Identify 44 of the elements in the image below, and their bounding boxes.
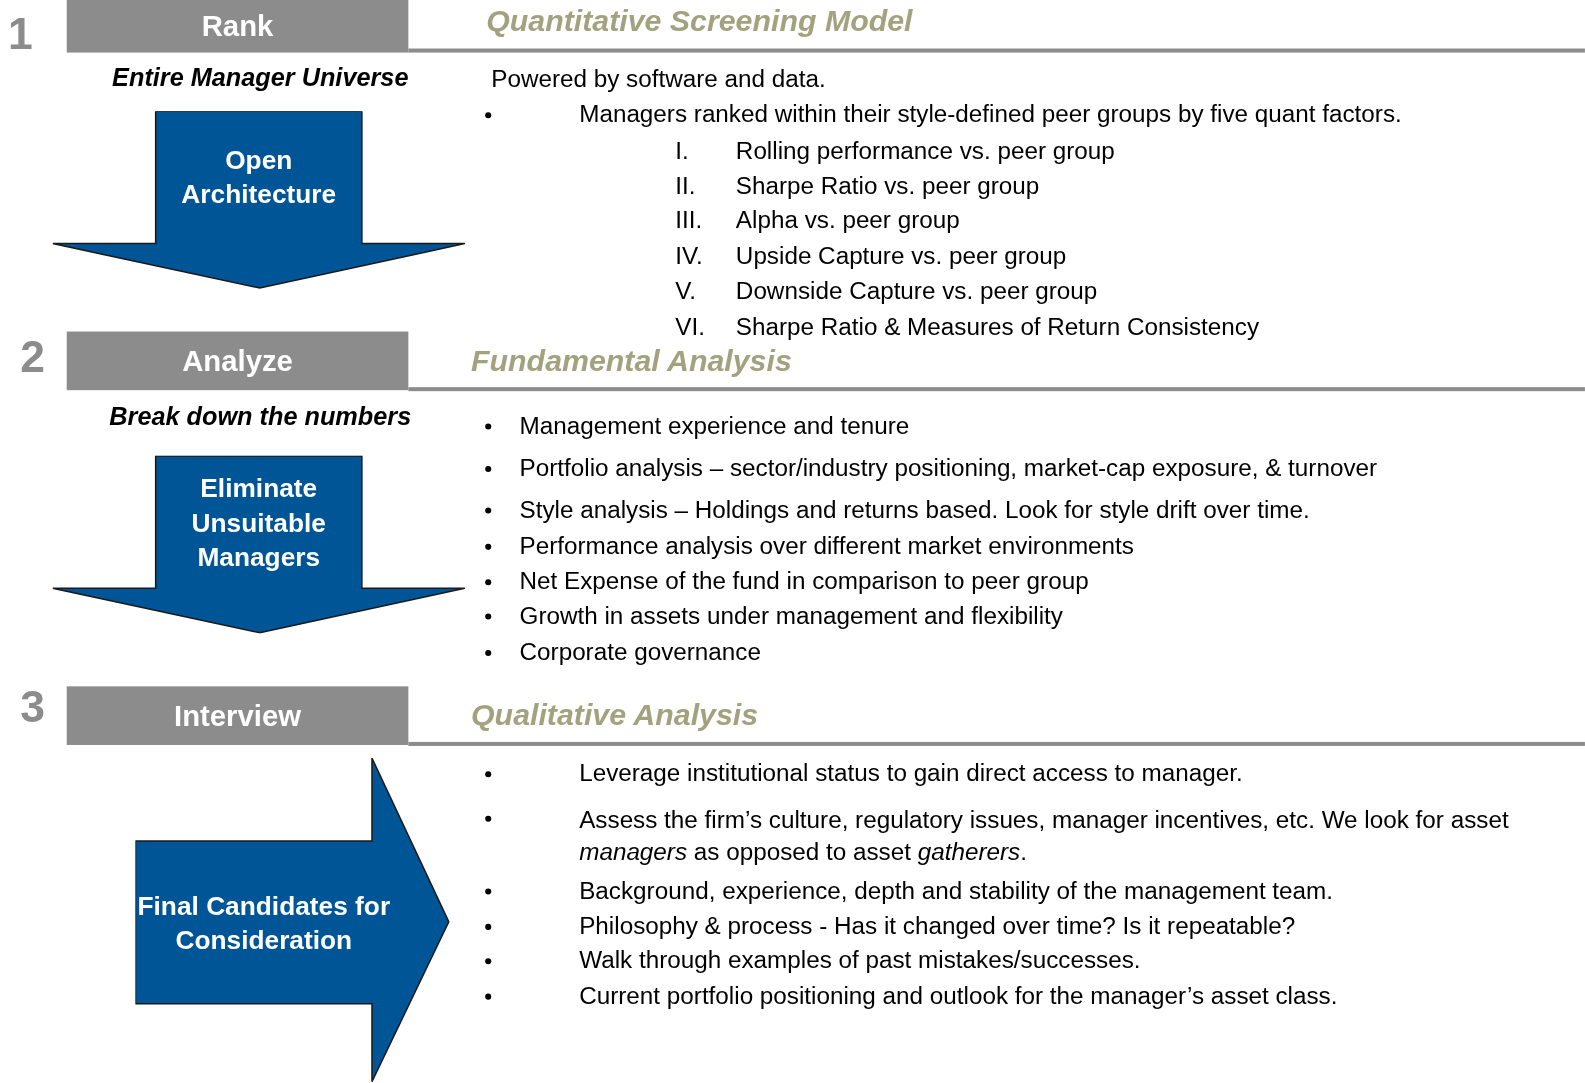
step-header-bar: Analyze: [66, 331, 409, 391]
step-number: 2: [20, 331, 45, 383]
arrow-label: Eliminate Unsuitable Managers: [190, 471, 327, 574]
subtitle: Break down the numbers: [108, 401, 413, 431]
bullet-text: Corporate governance: [519, 637, 761, 667]
bullet-text: Growth in assets under management and flexibility: [519, 601, 1063, 630]
step-header-bar: Interview: [66, 686, 409, 745]
section-title: Quantitative Screening Model: [486, 4, 913, 39]
list-numeral: VI.: [675, 312, 705, 341]
list-text: Rolling performance vs. peer group: [735, 136, 1115, 165]
list-numeral: IV.: [675, 241, 703, 270]
bullet-text: Net Expense of the fund in comparison to peer group: [519, 567, 1089, 596]
bullet-text: Performance analysis over different market environments: [519, 531, 1134, 560]
list-numeral: V.: [675, 276, 696, 306]
list-numeral: III.: [675, 206, 703, 235]
arrow-label: Final Candidates for Consideration: [136, 889, 392, 957]
section-title: Qualitative Analysis: [471, 697, 759, 732]
bullet-text: Assess the firm’s culture, regulatory issues, manager incentives, etc. We look for asset managers as opposed to asset gatherers.: [579, 804, 1510, 868]
down-arrow-shape: [52, 455, 465, 634]
list-text: Alpha vs. peer group: [735, 206, 960, 235]
list-text: Sharpe Ratio vs. peer group: [735, 171, 1040, 201]
bullet-text: Walk through examples of past mistakes/successes.: [579, 946, 1141, 975]
step-number: 3: [20, 681, 45, 732]
bullet-text: Leverage institutional status to gain direct access to manager.: [579, 759, 1243, 788]
down-arrow-shape: [52, 111, 465, 290]
bullet-text: Portfolio analysis – sector/industry positioning, market-cap exposure, & turnover: [519, 453, 1378, 483]
step-header-bar: Rank: [66, 0, 409, 53]
bullet-text: Philosophy & process - Has it changed over time? Is it repeatable?: [579, 911, 1296, 941]
list-numeral: II.: [675, 171, 696, 201]
bullet-text: Background, experience, depth and stability of the management team.: [579, 876, 1334, 905]
list-numeral: I.: [675, 136, 689, 165]
right-arrow-shape: [135, 758, 450, 1083]
section-title: Fundamental Analysis: [471, 343, 792, 379]
bullet-text: Style analysis – Holdings and returns based. Look for style drift over time.: [519, 495, 1310, 524]
list-text: Downside Capture vs. peer group: [735, 276, 1098, 306]
bullet-text: Managers ranked within their style-defined peer groups by five quant factors.: [579, 100, 1402, 129]
step-number: 1: [8, 8, 33, 59]
list-text: Sharpe Ratio & Measures of Return Consistency: [735, 312, 1260, 341]
bullet-text: Management experience and tenure: [519, 411, 910, 440]
intro-text: Powered by software and data.: [491, 64, 826, 93]
arrow-label: Open Architecture: [180, 143, 338, 212]
bullet-text: Current portfolio positioning and outlook for the manager’s asset class.: [579, 981, 1338, 1010]
list-text: Upside Capture vs. peer group: [735, 241, 1067, 270]
subtitle: Entire Manager Universe: [111, 62, 410, 92]
